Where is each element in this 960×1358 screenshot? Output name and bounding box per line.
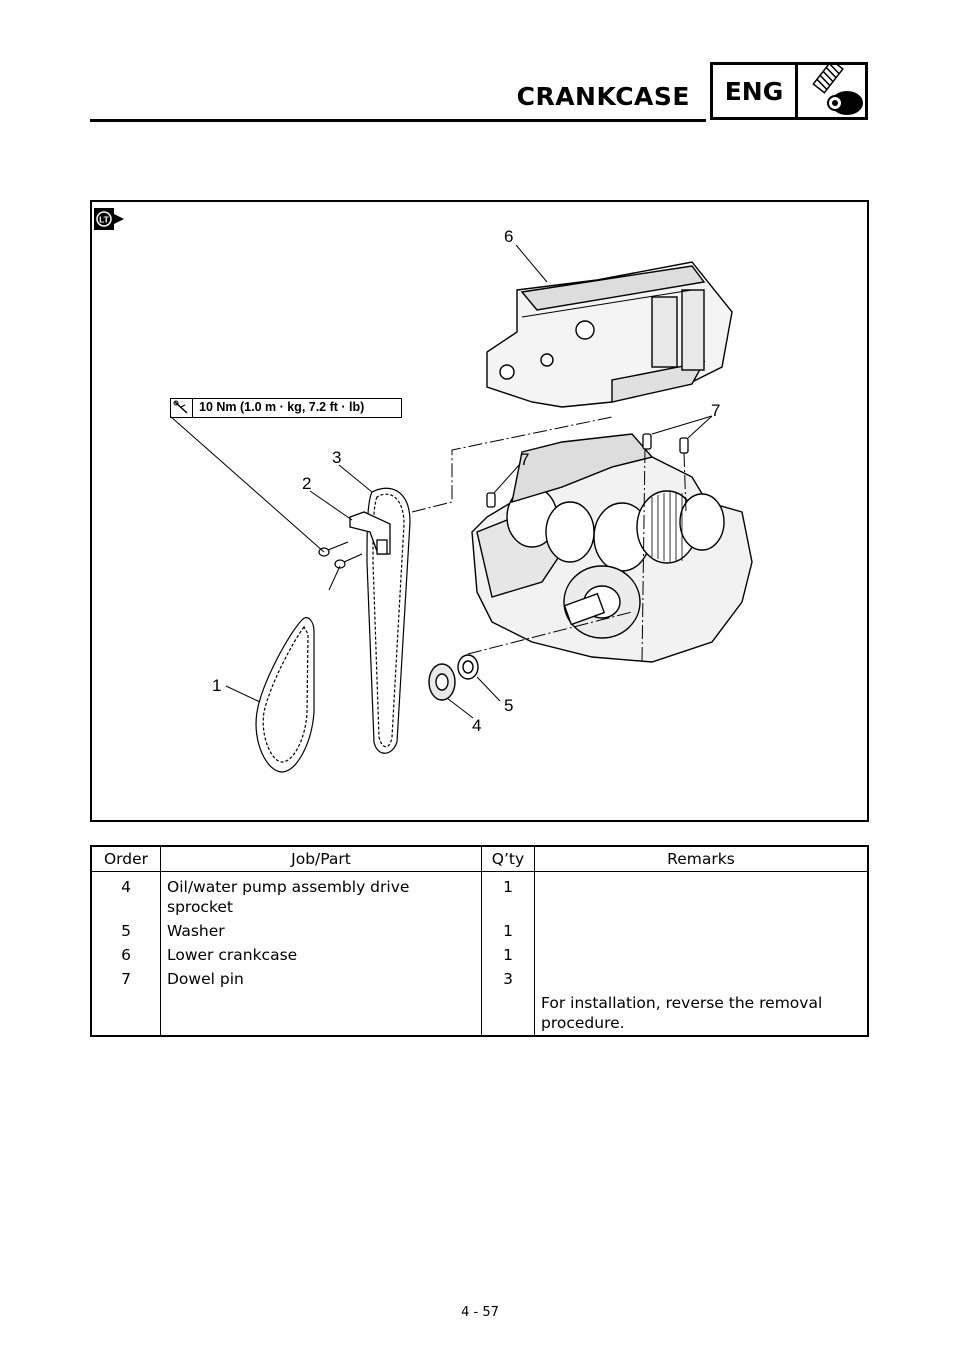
bolts (318, 541, 363, 569)
crankcase-illustration (169, 244, 753, 773)
callout-5: 5 (504, 696, 514, 715)
header-order: Order (90, 845, 161, 872)
table-header-row: Order Job/Part Q’ty Remarks (90, 845, 869, 872)
row-job (160, 989, 482, 1036)
torque-spec-text: 10 Nm (1.0 m · kg, 7.2 ft · lb) (199, 400, 365, 414)
header-job-part: Job/Part (160, 845, 482, 872)
row-qty (481, 989, 535, 1036)
table-row: 7 Dowel pin 3 (90, 965, 869, 989)
badge-divider (795, 65, 798, 117)
row-remarks (534, 965, 869, 989)
table-row: 4 Oil/water pump assembly drive sprocket… (90, 871, 869, 917)
row-qty: 1 (481, 917, 535, 941)
header-remarks: Remarks (534, 845, 869, 872)
row-remarks: For installation, reverse the removal pr… (534, 989, 869, 1036)
row-qty: 3 (481, 965, 535, 989)
parts-table: Order Job/Part Q’ty Remarks 4 Oil/water … (90, 845, 869, 1037)
row-remarks (534, 917, 869, 941)
table-row: 5 Washer 1 (90, 917, 869, 941)
exploded-diagram: 10 Nm (1.0 m · kg, 7.2 ft · lb) LT 6 7 7… (90, 200, 869, 822)
loctite-label: LT (99, 215, 110, 225)
torque-wrench-icon (171, 399, 193, 417)
header-qty: Q’ty (481, 845, 535, 872)
section-badge-label: ENG (724, 76, 784, 106)
callout-6: 6 (504, 227, 514, 246)
table-row: 6 Lower crankcase 1 (90, 941, 869, 965)
row-order: 7 (90, 965, 161, 989)
row-order: 6 (90, 941, 161, 965)
washer-part (457, 654, 479, 680)
row-qty: 1 (481, 941, 535, 965)
crankshaft-transmission-assembly (471, 433, 753, 663)
callout-1: 1 (212, 676, 222, 695)
row-order (90, 989, 161, 1036)
callout-4: 4 (472, 716, 482, 735)
row-job: Dowel pin (160, 965, 482, 989)
row-job: Oil/water pump assembly drive sprocket (160, 871, 482, 917)
section-badge: ENG (710, 62, 868, 120)
row-order: 5 (90, 917, 161, 941)
lower-crankcase-part (486, 261, 733, 408)
callout-2: 2 (302, 474, 312, 493)
row-job: Washer (160, 917, 482, 941)
loctite-icon: LT (94, 208, 124, 230)
engine-wrench-icon (812, 65, 863, 115)
chain-part-1 (255, 617, 315, 773)
dowel-pins (486, 433, 689, 508)
row-order: 4 (90, 871, 161, 917)
chain-guide-part (349, 511, 391, 555)
row-job: Lower crankcase (160, 941, 482, 965)
header-rule (90, 119, 706, 122)
torque-spec-label: 10 Nm (1.0 m · kg, 7.2 ft · lb) (170, 398, 402, 418)
callout-3: 3 (332, 448, 342, 467)
row-remarks (534, 941, 869, 965)
leader-lines (169, 244, 713, 719)
table-row: For installation, reverse the removal pr… (90, 989, 869, 1036)
callout-7a: 7 (711, 401, 721, 420)
page-number: 4 - 57 (461, 1305, 499, 1320)
row-remarks (534, 871, 869, 917)
sprocket-part (428, 663, 456, 701)
row-qty: 1 (481, 871, 535, 917)
section-title: CRANKCASE (516, 82, 690, 111)
callout-7b: 7 (520, 450, 530, 469)
